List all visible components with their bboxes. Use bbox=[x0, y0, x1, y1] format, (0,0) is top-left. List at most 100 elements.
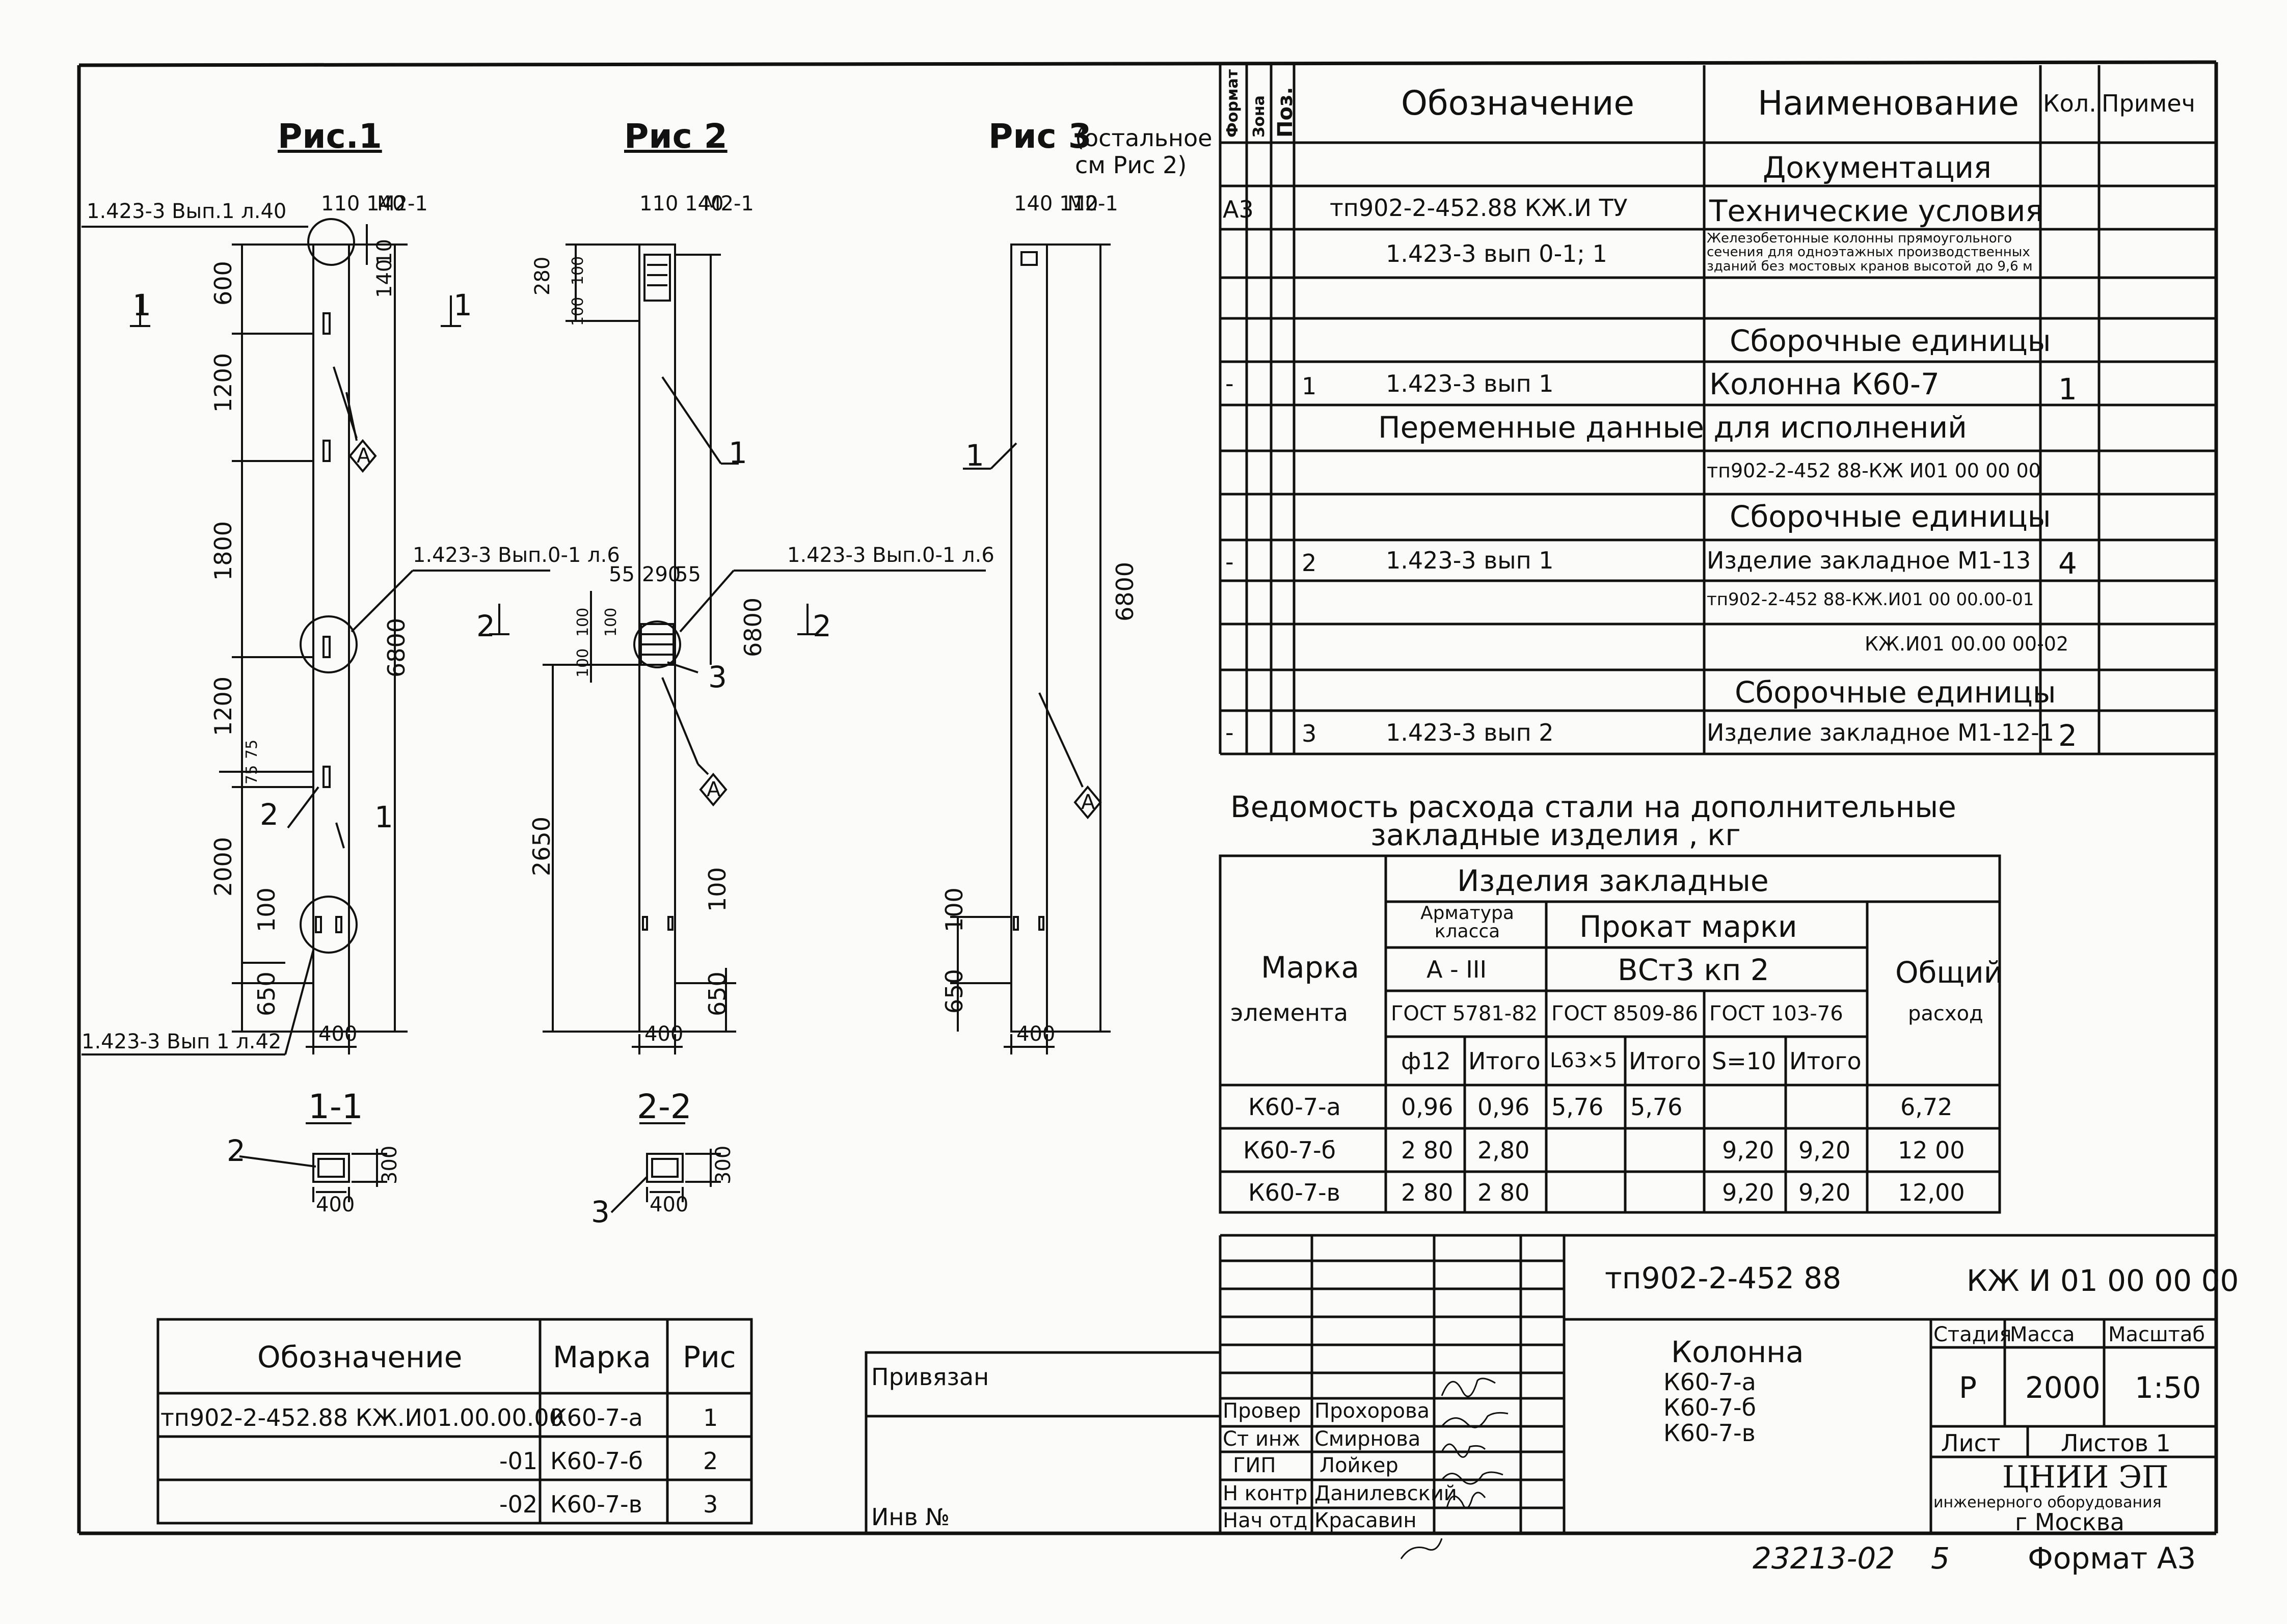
fig1-width: 400 bbox=[318, 1022, 358, 1046]
spec-h-pos: Поз. bbox=[1274, 87, 1297, 138]
fig2-dim-2650: 2650 bbox=[528, 816, 555, 876]
fig3-pos-1: 1 bbox=[965, 438, 984, 473]
fig2-dim-290: 290 bbox=[642, 563, 681, 586]
fig1-ref-top: 1.423-3 Вып.1 л.40 bbox=[87, 200, 287, 223]
fig1-top-mark: М2-1 bbox=[377, 192, 428, 215]
section-2-2-h: 300 bbox=[712, 1145, 735, 1184]
tb-role-2: Ст инж bbox=[1223, 1427, 1301, 1451]
fig3-dim-100: 100 bbox=[940, 887, 968, 932]
spec-row-13-pos: 3 bbox=[1302, 720, 1317, 747]
fig2-dim-55a: 55 bbox=[609, 563, 635, 586]
spec-row-8-name: Сборочные единицы bbox=[1730, 499, 2051, 534]
tb-item-mark-2: К60-7-б bbox=[1663, 1394, 1757, 1421]
steel-row-2-mark: К60-7-б bbox=[1243, 1136, 1336, 1164]
fig3-width: 400 bbox=[1016, 1022, 1056, 1046]
tb-item-mark-1: К60-7-а bbox=[1663, 1368, 1756, 1396]
spec-row-13-name: Изделие закладное М1-12-1 bbox=[1707, 719, 2055, 746]
fig1-section-mark-left: 1 bbox=[132, 288, 151, 322]
inv-label: Инв № bbox=[871, 1503, 950, 1531]
spec-row-5-designation: 1.423-3 вып 1 bbox=[1386, 370, 1554, 397]
privyazan-label: Привязан bbox=[871, 1363, 989, 1391]
fig2-dim-mid-100a: 100 bbox=[574, 607, 592, 637]
tb-role-3: ГИП bbox=[1233, 1454, 1276, 1477]
fig2-pos-1: 1 bbox=[729, 436, 747, 470]
fig1-dim-600: 600 bbox=[209, 261, 237, 306]
tb-org-city: г Москва bbox=[2015, 1508, 2124, 1536]
steel-h-rebar-gost: ГОСТ 5781-82 bbox=[1391, 1002, 1538, 1025]
footer-number: 23213-02 bbox=[1753, 1541, 1895, 1576]
steel-h-mark: Марка bbox=[1261, 950, 1359, 985]
tb-sheets-label: Листов 1 bbox=[2061, 1429, 2171, 1457]
tb-scale-label: Масштаб bbox=[2108, 1323, 2205, 1346]
fig2-callout-a: А bbox=[707, 778, 721, 801]
fig2-width: 400 bbox=[644, 1022, 684, 1046]
fig3-top-dims: 140 110 bbox=[1014, 192, 1098, 215]
tb-mass: 2000 bbox=[2025, 1370, 2101, 1405]
tb-name-1: Прохорова bbox=[1314, 1399, 1430, 1423]
tb-stage-label: Стадия bbox=[1933, 1323, 2012, 1346]
spec-row-13-designation: 1.423-3 вып 2 bbox=[1386, 719, 1554, 746]
fig1-title: Рис.1 bbox=[278, 117, 382, 156]
spec-row-1-name: Документация bbox=[1763, 150, 1992, 185]
fig2-dim-280: 280 bbox=[531, 256, 554, 295]
section-1-1-label: 1-1 bbox=[308, 1087, 363, 1126]
section-2-2-w: 400 bbox=[650, 1193, 689, 1216]
tb-name-2: Смирнова bbox=[1314, 1427, 1421, 1451]
steel-h-items: Изделия закладные bbox=[1457, 863, 1769, 898]
fig1-dim-650: 650 bbox=[253, 971, 280, 1016]
steel-h-gost2: ГОСТ 103-76 bbox=[1709, 1002, 1843, 1025]
spec-row-2-format: А3 bbox=[1223, 196, 1254, 223]
spec-row-2-designation: тп902-2-452.88 КЖ.И ТУ bbox=[1330, 194, 1628, 222]
steel-row-3-total: 12,00 bbox=[1898, 1179, 1965, 1206]
spec-row-5-pos: 1 bbox=[1302, 372, 1317, 400]
spec-row-9-name: Изделие закладное М1-13 bbox=[1707, 547, 2031, 574]
fig3-dim-total: 6800 bbox=[1111, 561, 1139, 621]
marks-row-2-mark: К60-7-б bbox=[550, 1447, 643, 1475]
spec-row-3-designation: 1.423-3 вып 0-1; 1 bbox=[1386, 240, 1607, 267]
steel-title-line1: Ведомость расхода стали на дополнительны… bbox=[1230, 790, 1956, 824]
fig1-ref-mid: 1.423-3 Вып.0-1 л.6 bbox=[413, 544, 620, 567]
signatures bbox=[1400, 1377, 1509, 1559]
fig2-dim-total: 6800 bbox=[739, 597, 767, 657]
spec-h-zone: Зона bbox=[1250, 95, 1268, 138]
steel-row-1-v2: 0,96 bbox=[1477, 1093, 1530, 1121]
fig2-dim-100b: 100 bbox=[569, 296, 587, 326]
fig2-dim-55b: 55 bbox=[675, 563, 701, 586]
steel-sub-1: ф12 bbox=[1401, 1047, 1451, 1075]
fig2-title: Рис 2 bbox=[624, 117, 728, 156]
fig2-dim-100: 100 bbox=[704, 867, 731, 912]
fig3-callout-a: А bbox=[1081, 791, 1095, 814]
fig1-dim-100: 100 bbox=[253, 887, 280, 932]
steel-row-3-v6: 9,20 bbox=[1798, 1179, 1851, 1206]
marks-row-3-designation: -02 bbox=[499, 1491, 538, 1518]
fig1-ref-bottom: 1.423-3 Вып 1 л.42 bbox=[82, 1030, 282, 1053]
marks-h-mark: Марка bbox=[553, 1340, 651, 1374]
steel-sub-2: Итого bbox=[1468, 1047, 1541, 1075]
steel-row-3-v5: 9,20 bbox=[1722, 1179, 1774, 1206]
section-1-1-pos: 2 bbox=[227, 1133, 246, 1168]
marks-row-2-fig: 2 bbox=[703, 1447, 718, 1475]
spec-row-5-qty: 1 bbox=[2058, 372, 2077, 407]
fig1-dim-1200b: 1200 bbox=[209, 676, 237, 736]
fig2-section-mark-right: 2 bbox=[813, 609, 831, 643]
fig1-dim-140: 140 bbox=[373, 259, 396, 298]
tb-item-mark-3: К60-7-в bbox=[1663, 1419, 1756, 1447]
fig1-pos-1: 1 bbox=[374, 800, 393, 834]
steel-row-3-v2: 2 80 bbox=[1477, 1179, 1530, 1206]
spec-row-3-name: Железобетонные колонны прямоугольного се… bbox=[1707, 231, 2033, 274]
spec-row-7-name: тп902-2-452 88-КЖ И01 00 00 00 bbox=[1707, 459, 2041, 482]
steel-row-3-mark: К60-7-в bbox=[1248, 1179, 1340, 1206]
fig2-dim-mid-100b: 100 bbox=[602, 607, 620, 637]
fig1-dim-1800: 1800 bbox=[209, 521, 237, 581]
steel-title-line2: закладные изделия , кг bbox=[1370, 818, 1741, 852]
steel-row-2-total: 12 00 bbox=[1898, 1136, 1965, 1164]
spec-h-designation: Обозначение bbox=[1401, 84, 1634, 123]
spec-row-6-designation: Переменные данные для исполнений bbox=[1378, 410, 1967, 445]
footer-format: Формат А3 bbox=[2028, 1541, 2196, 1576]
fig1-dim-1200a: 1200 bbox=[209, 353, 237, 413]
marks-row-2-designation: -01 bbox=[499, 1447, 538, 1475]
steel-row-2-v5: 9,20 bbox=[1722, 1136, 1774, 1164]
fig2-pos-3: 3 bbox=[708, 660, 727, 694]
